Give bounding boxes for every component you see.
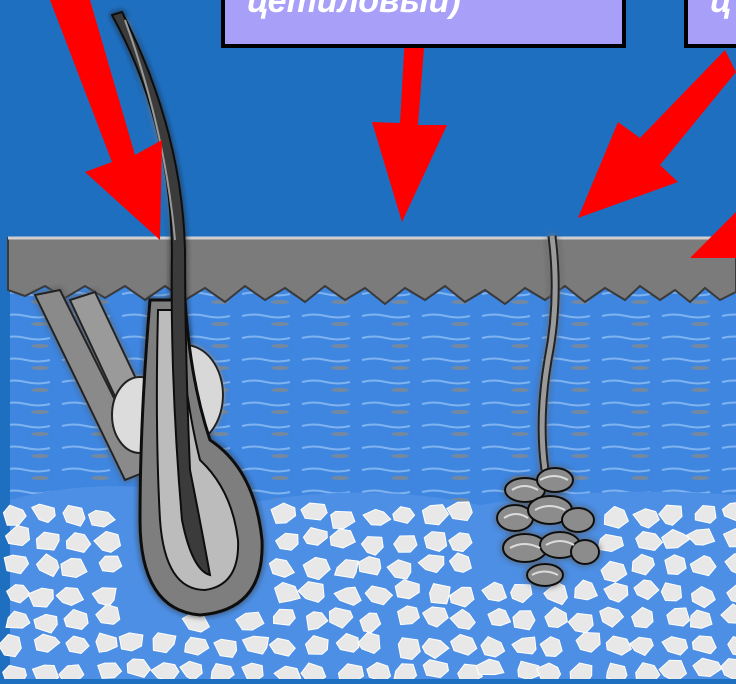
label-text-right: ц: [710, 0, 732, 18]
label-box-right: ц: [684, 0, 736, 48]
fat-cell: [430, 584, 451, 604]
fat-cell: [661, 583, 681, 601]
subcutaneous-fat-layer: [0, 486, 736, 679]
label-box-middle: цетиловый): [221, 0, 626, 48]
label-text-middle: цетиловый): [247, 0, 461, 18]
